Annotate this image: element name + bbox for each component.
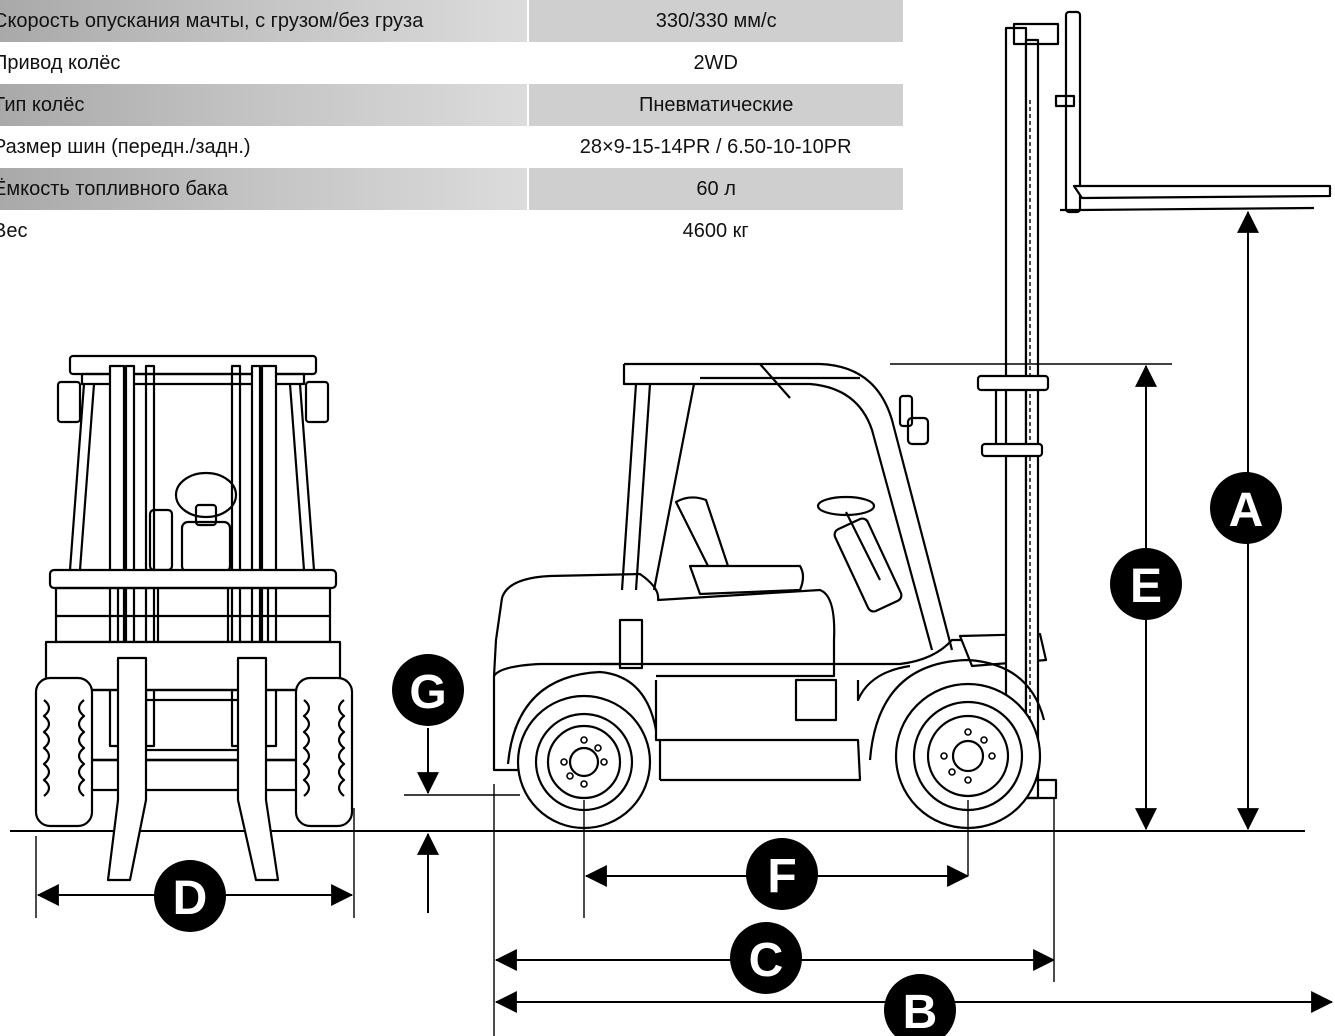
marker-c-label: C <box>749 934 784 987</box>
spec-row: Размер шин (передн./задн.) 28×9-15-14PR … <box>0 126 903 168</box>
spec-label: Размер шин (передн./задн.) <box>0 135 251 158</box>
spec-row: Тип колёс Пневматические <box>0 84 903 126</box>
spec-label: Вес <box>0 219 28 242</box>
marker-e-label: E <box>1130 560 1162 613</box>
spec-value: 4600 кг <box>682 219 749 242</box>
spec-value: 2WD <box>693 51 738 74</box>
spec-value: Пневматические <box>527 84 903 126</box>
marker-f-label: F <box>767 850 796 903</box>
spec-label: Тип колёс <box>0 84 529 126</box>
spec-label: Скорость опускания мачты, с грузом/без г… <box>0 0 529 42</box>
spec-row: Привод колёс 2WD <box>0 42 903 84</box>
marker-f: F <box>746 838 818 910</box>
spec-table: Скорость опускания мачты, с грузом/без г… <box>0 0 903 252</box>
spec-label: Привод колёс <box>0 51 121 74</box>
marker-g-label: G <box>409 666 446 719</box>
forklift-side-view <box>492 10 1332 830</box>
marker-c: C <box>730 922 802 994</box>
marker-a-label: A <box>1229 484 1264 537</box>
spec-row: Скорость опускания мачты, с грузом/без г… <box>0 0 903 42</box>
dimension-markers: A E G D F C B <box>154 472 1282 1036</box>
spec-row: Вес 4600 кг <box>0 210 903 252</box>
marker-b: B <box>884 974 956 1036</box>
marker-d: D <box>154 860 226 932</box>
marker-a: A <box>1210 472 1282 544</box>
spec-value: 330/330 мм/с <box>527 0 903 42</box>
spec-row: Ёмкость топливного бака 60 л <box>0 168 903 210</box>
dimension-lines <box>35 210 1334 1036</box>
spec-value: 60 л <box>527 168 903 210</box>
marker-g: G <box>392 654 464 726</box>
spec-value: 28×9-15-14PR / 6.50-10-10PR <box>579 135 852 158</box>
marker-e: E <box>1110 548 1182 620</box>
marker-d-label: D <box>173 872 208 925</box>
marker-b-label: B <box>903 986 938 1036</box>
spec-label: Ёмкость топливного бака <box>0 168 529 210</box>
forklift-front-view <box>34 354 354 882</box>
